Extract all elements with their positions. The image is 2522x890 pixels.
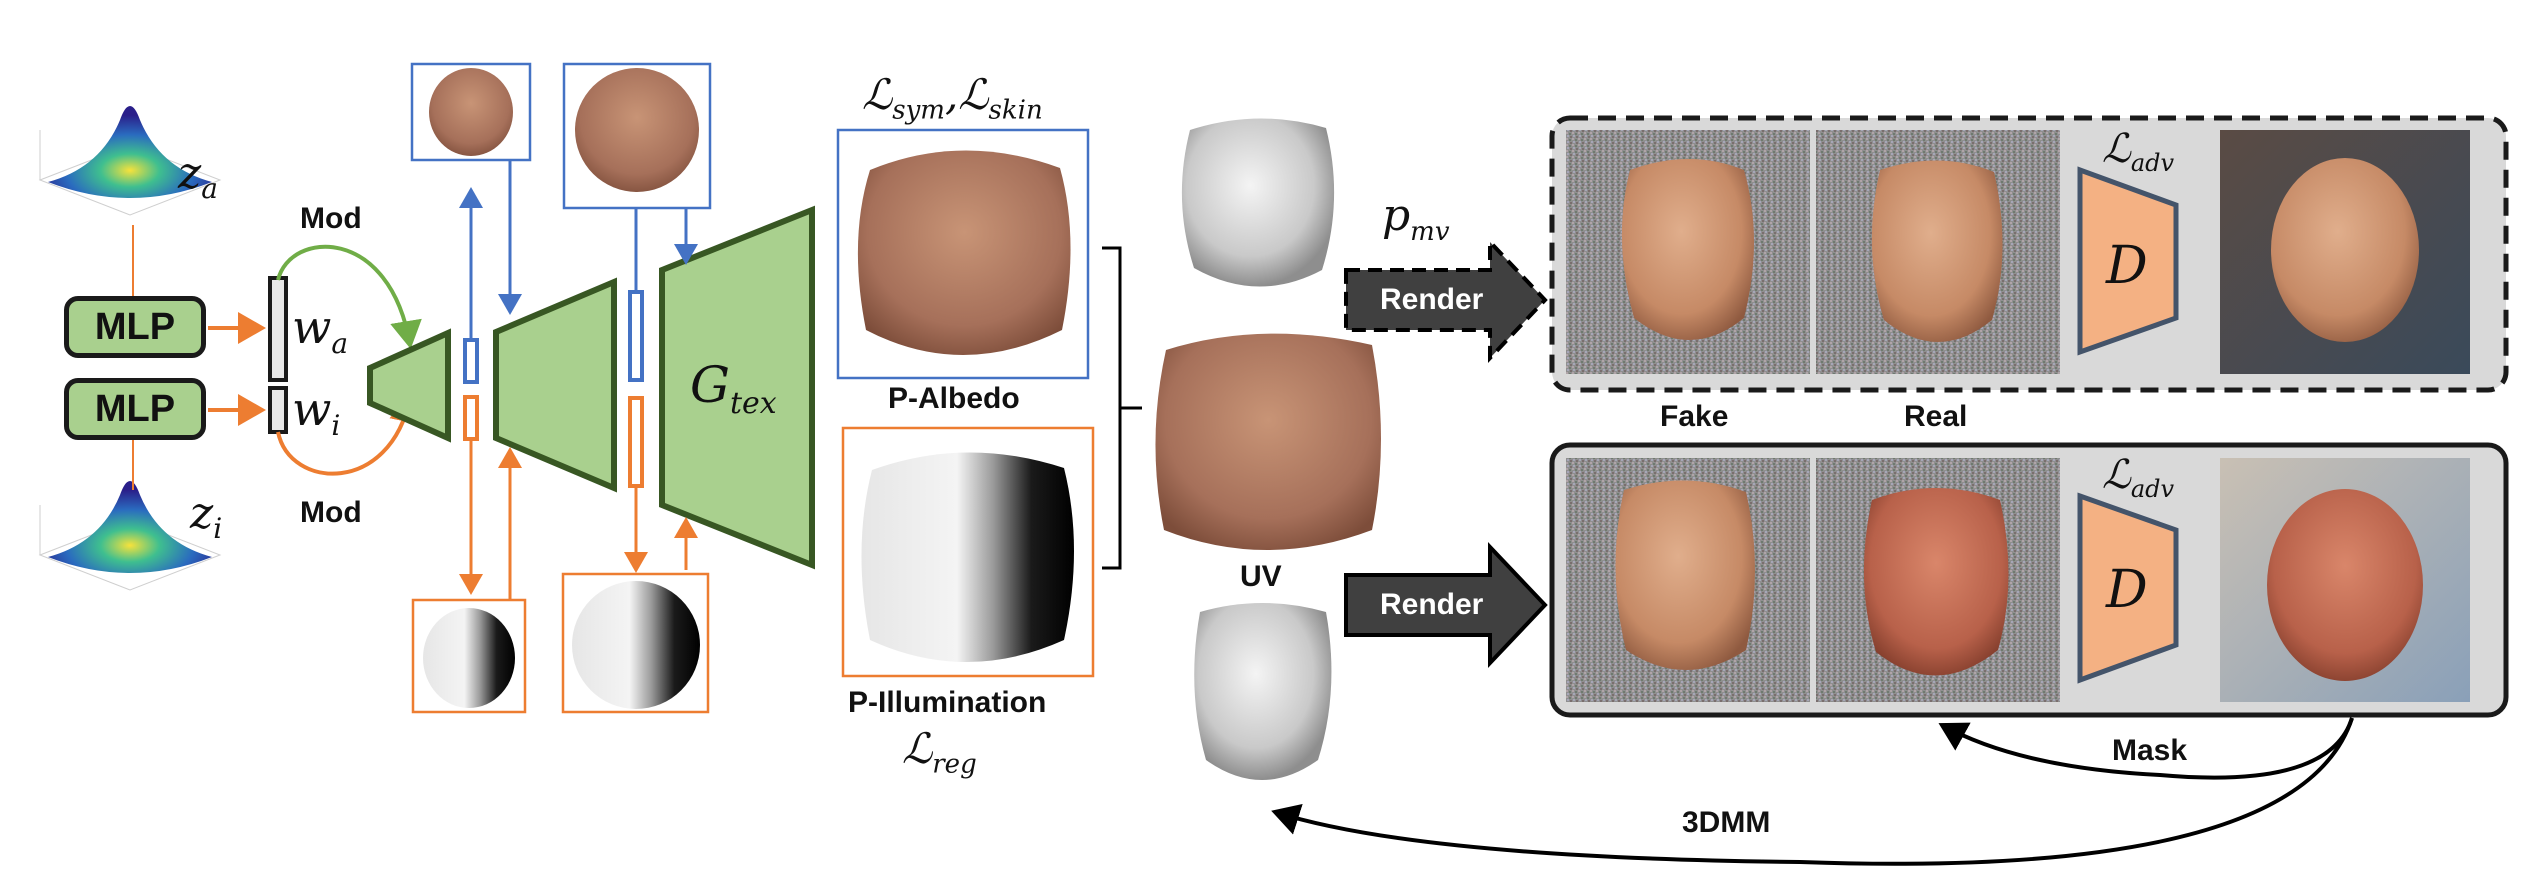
mlp-top-block: MLP [64, 296, 206, 358]
label-mod-bottom: Mod [300, 496, 362, 529]
label-p-illumination: P-Illumination [848, 686, 1047, 719]
illumination-image-face [861, 452, 1074, 662]
generator-block-3 [659, 205, 815, 570]
thumb-albedo-2-face [575, 68, 699, 192]
label-mask: Mask [2112, 734, 2188, 767]
mod-arrow-top [276, 244, 422, 349]
tdmm-arrow [1271, 717, 2354, 866]
gaussian-plot-i [38, 481, 222, 591]
label-loss-sym-skin: ℒsym,ℒskin [862, 70, 1043, 126]
thumb-illum-1-face [423, 608, 515, 708]
label-g-tex: Gtex [690, 356, 777, 421]
mask-arrow [1938, 717, 2354, 780]
thumb-albedo-1-face [429, 68, 513, 156]
photo-bottom-face [2267, 489, 2423, 681]
generator-block-2 [493, 277, 617, 493]
label-3dmm: 3DMM [1682, 806, 1771, 839]
mesh-bottom-3d [1194, 603, 1332, 780]
mlp-bottom-block: MLP [64, 378, 206, 440]
mod-arrow-bottom [276, 394, 421, 476]
real-face-top [1871, 160, 2003, 342]
label-render-bottom: Render [1380, 588, 1484, 621]
label-p-albedo: P-Albedo [888, 382, 1020, 415]
real-face-bottom [1863, 488, 2009, 676]
albedo-image-face [857, 150, 1071, 355]
label-z-a: za [178, 148, 218, 205]
label-w-a: wa [292, 300, 349, 361]
label-loss-reg: ℒreg [902, 724, 977, 780]
label-real: Real [1904, 400, 1968, 433]
fake-face-top [1621, 159, 1754, 340]
illum-slot-2 [628, 396, 644, 488]
mlp-top-label: MLP [94, 305, 176, 348]
discriminator-top [2077, 166, 2179, 356]
label-z-i: zi [190, 488, 223, 545]
photo-top-face [2271, 158, 2419, 342]
label-p-mv: pmv [1382, 190, 1450, 247]
label-d-top: D [2106, 236, 2148, 296]
merge-bracket [1102, 246, 1142, 570]
gaussian-plot-a [38, 106, 222, 216]
illum-slot-1 [463, 395, 479, 441]
label-loss-adv-top: ℒadv [2102, 126, 2175, 177]
fake-face-bottom [1615, 480, 1755, 670]
albedo-slot-1 [463, 338, 479, 384]
label-loss-adv-bottom: ℒadv [2102, 452, 2175, 503]
label-d-bottom: D [2106, 560, 2148, 620]
label-render-top: Render [1380, 283, 1484, 316]
albedo-slot-2 [628, 290, 644, 382]
label-mod-top: Mod [300, 202, 362, 235]
render-arrow-bottom [1344, 541, 1548, 669]
w-i-vector [268, 386, 288, 434]
label-w-i: wi [292, 382, 341, 443]
w-a-vector [268, 276, 288, 382]
mesh-top-3d [1181, 118, 1335, 287]
render-arrow-top [1344, 236, 1548, 364]
generator-block-1 [367, 328, 451, 443]
uv-face-image [1155, 333, 1381, 550]
thumb-illum-2-face [572, 581, 700, 709]
discriminator-bottom [2077, 492, 2179, 684]
mlp-bottom-label: MLP [94, 387, 176, 430]
label-uv: UV [1240, 560, 1282, 593]
label-fake: Fake [1660, 400, 1729, 433]
